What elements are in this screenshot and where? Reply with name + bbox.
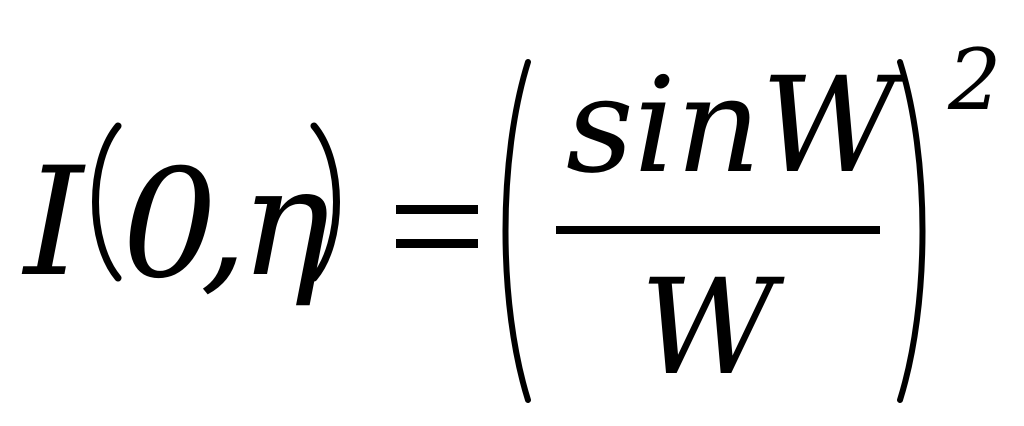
fraction-bar — [556, 226, 880, 234]
equals-sign-top — [396, 205, 478, 214]
function-symbol: I — [24, 136, 84, 310]
argument-zero: 0 — [122, 138, 218, 312]
equals-sign-bottom — [396, 239, 478, 248]
left-paren-small — [92, 122, 122, 282]
exponent: 2 — [948, 31, 1002, 129]
fraction-denominator: W — [640, 251, 776, 405]
fraction-numerator: sinW — [566, 49, 897, 203]
right-paren-small — [310, 122, 340, 282]
left-paren-large — [502, 59, 531, 403]
right-paren-large — [897, 59, 926, 403]
argument-comma: , — [200, 136, 248, 310]
